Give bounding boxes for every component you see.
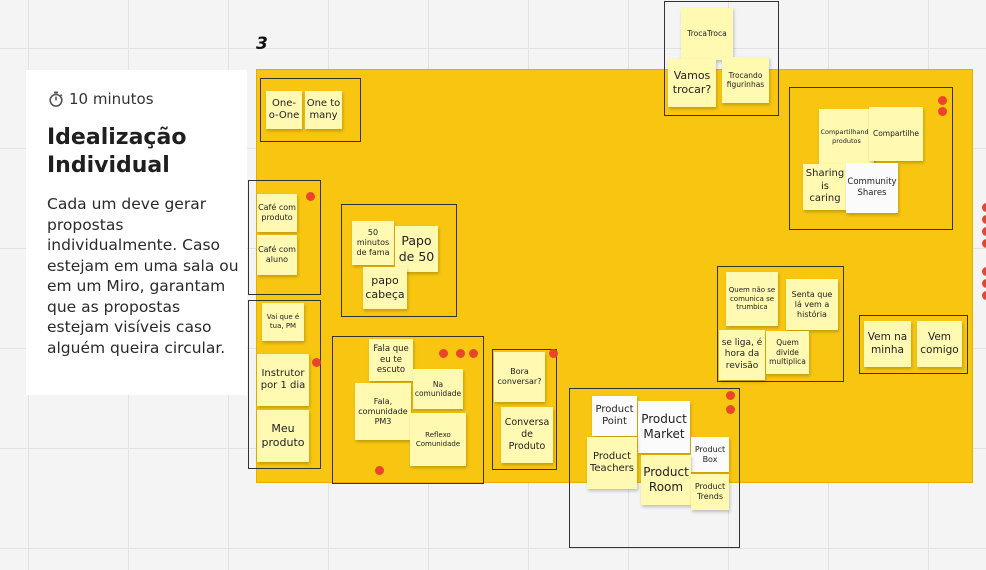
panel-title: Idealização Individual	[47, 125, 187, 178]
sticky-note[interactable]: Product Trends	[691, 474, 729, 510]
vote-dot[interactable]	[726, 405, 735, 414]
sticky-note[interactable]: papo cabeça	[363, 267, 407, 309]
sticky-note[interactable]: se liga, é hora da revisão	[719, 330, 765, 380]
sticky-note[interactable]: Trocando figurinhas	[722, 57, 769, 103]
sticky-note[interactable]: Vem na minha	[864, 321, 911, 367]
stopwatch-icon	[49, 91, 63, 107]
sticky-note[interactable]: Fala, comunidade PM3	[355, 383, 411, 440]
sticky-note[interactable]: Meu produto	[257, 410, 309, 462]
sticky-note[interactable]: Bora conversar?	[494, 352, 545, 402]
vote-dot[interactable]	[982, 215, 986, 224]
vote-dot[interactable]	[982, 227, 986, 236]
vote-dot[interactable]	[306, 192, 315, 201]
group-comunica[interactable]	[717, 266, 844, 382]
vote-dot[interactable]	[456, 349, 465, 358]
group-papo[interactable]	[341, 204, 457, 317]
vote-dot[interactable]	[726, 391, 735, 400]
vote-dot[interactable]	[469, 349, 478, 358]
sticky-note[interactable]: Compartilhando produtos	[819, 109, 874, 164]
vote-dot[interactable]	[982, 239, 986, 248]
group-vem[interactable]	[859, 315, 968, 374]
sticky-note[interactable]: Product Point	[592, 396, 637, 436]
sticky-note[interactable]: Community Shares	[846, 163, 898, 213]
sticky-note[interactable]: Product Market	[638, 401, 690, 453]
vote-dot[interactable]	[439, 349, 448, 358]
timer: 10 minutos	[48, 90, 154, 108]
sticky-note[interactable]: 50 minutos de fama	[352, 221, 394, 265]
sticky-note[interactable]: Vamos trocar?	[668, 59, 716, 107]
sticky-note[interactable]: Quem divide multiplica	[766, 331, 809, 374]
sticky-note[interactable]: Vem comigo	[917, 321, 962, 367]
sticky-note[interactable]: Sharing is caring	[803, 164, 847, 210]
sticky-note[interactable]: Quem não se comunica se trumbica	[726, 272, 778, 326]
panel-description: Cada um deve gerar propostas individualm…	[47, 195, 239, 357]
sticky-note[interactable]: Papo de 50	[395, 226, 438, 272]
timer-label: 10 minutos	[69, 90, 154, 108]
sticky-note[interactable]: One to many	[305, 91, 342, 129]
frame-number: 3	[256, 34, 268, 54]
vote-dot[interactable]	[982, 291, 986, 300]
sticky-note[interactable]: TrocaTroca	[681, 8, 733, 60]
sticky-note[interactable]: Fala que eu te escuto	[369, 339, 413, 381]
vote-dot[interactable]	[982, 203, 986, 212]
group-cafe[interactable]	[248, 180, 321, 295]
sticky-note[interactable]: Compartilhe	[869, 107, 923, 161]
sticky-note[interactable]: Café com produto	[257, 194, 297, 232]
instructions-panel[interactable]: 10 minutos Idealização Individual Cada u…	[26, 70, 247, 395]
vote-dot[interactable]	[549, 349, 558, 358]
group-vai-que-e-tua[interactable]	[248, 300, 321, 469]
group-product[interactable]	[569, 388, 740, 548]
sticky-note[interactable]: Café com aluno	[257, 235, 297, 275]
vote-dot[interactable]	[982, 267, 986, 276]
sticky-note[interactable]: Conversa de Produto	[501, 407, 553, 463]
vote-dot[interactable]	[938, 96, 947, 105]
sticky-note[interactable]: Product Room	[641, 455, 691, 505]
sticky-note[interactable]: Senta que lá vem a história	[786, 279, 838, 330]
vote-dot[interactable]	[982, 279, 986, 288]
vote-dot[interactable]	[938, 107, 947, 116]
group-fala[interactable]	[332, 336, 484, 484]
group-one-to-one[interactable]	[260, 78, 361, 142]
group-conversa[interactable]	[492, 349, 557, 470]
vote-dot[interactable]	[312, 358, 321, 367]
sticky-note[interactable]: Product Box	[691, 437, 729, 472]
group-compartilhe[interactable]	[789, 87, 953, 230]
sticky-note[interactable]: Vai que é tua, PM	[262, 303, 304, 341]
sticky-note[interactable]: Na comunidade	[413, 369, 463, 409]
sticky-note[interactable]: One-o-One	[266, 91, 302, 129]
sticky-note[interactable]: Reflexo Comunidade	[410, 413, 466, 466]
vote-dot[interactable]	[375, 466, 384, 475]
group-troca[interactable]	[664, 1, 779, 116]
sticky-note[interactable]: Product Teachers	[587, 437, 637, 489]
sticky-note[interactable]: Instrutor por 1 dia	[257, 354, 309, 406]
